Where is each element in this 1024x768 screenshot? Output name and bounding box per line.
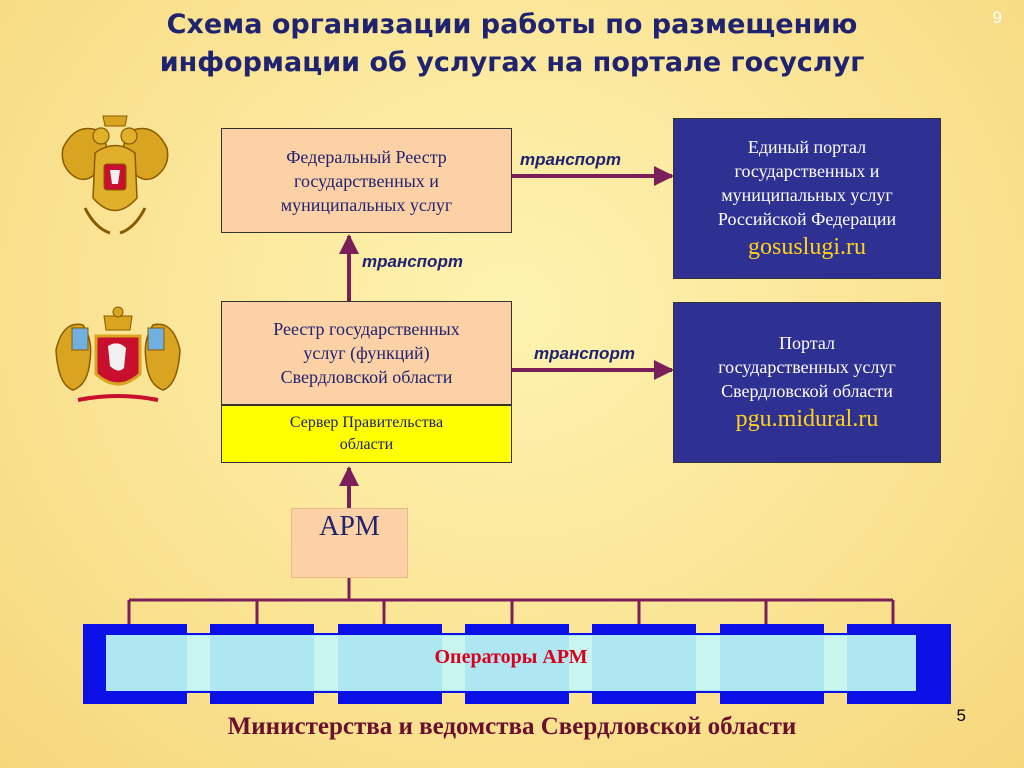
operators-panel-highlights — [187, 636, 847, 690]
federal-registry-line3: муниципальных услуг — [280, 194, 453, 215]
slide-title: Схема организации работы по размещению и… — [0, 6, 1024, 82]
slide-number: 9 — [992, 8, 1002, 27]
federal-registry-line1: Федеральный Реестр — [286, 146, 447, 167]
footer-caption: Министерства и ведомства Свердловской об… — [227, 713, 797, 740]
regional-portal-line1: Портал — [779, 332, 835, 353]
unified-portal-line4: Российской Федерации — [717, 208, 897, 229]
russia-coat-of-arms-icon — [61, 115, 169, 235]
government-server-box: Сервер Правительства области — [221, 405, 512, 463]
operators-panel — [104, 633, 918, 693]
bus-drops — [127, 600, 895, 624]
arm-label: АРМ — [319, 511, 380, 542]
server-line1: Сервер Правительства — [289, 414, 444, 431]
transport-label-vertical: транспорт — [362, 252, 463, 271]
regional-portal-line3: Свердловской области — [721, 380, 893, 401]
regional-portal-line2: государственных услуг — [718, 356, 896, 377]
sverdlovsk-coat-of-arms-icon — [55, 306, 181, 402]
arm-box: АРМ — [291, 508, 408, 578]
regional-registry-line3: Свердловской области — [280, 367, 453, 387]
slide-title-line2: информации об услугах на портале госуслу… — [159, 47, 865, 78]
transport-label-middle: транспорт — [534, 344, 635, 363]
transport-label-top: транспорт — [520, 150, 621, 169]
page-number: 5 — [956, 706, 966, 725]
regional-portal-box: Портал государственных услуг Свердловско… — [673, 302, 941, 463]
federal-registry-box: Федеральный Реестр государственных и мун… — [221, 128, 512, 233]
regional-registry-box: Реестр государственных услуг (функций) С… — [221, 301, 512, 405]
unified-portal-line1: Единый портал — [747, 136, 867, 157]
operators-label: Операторы АРМ — [434, 646, 588, 668]
regional-registry-line1: Реестр государственных — [273, 319, 460, 339]
unified-portal-url: gosuslugi.ru — [747, 233, 866, 260]
regional-portal-url: pgu.midural.ru — [735, 405, 879, 432]
regional-registry-line2: услуг (функций) — [303, 343, 430, 363]
server-line2: области — [339, 436, 394, 453]
unified-portal-line3: муниципальных услуг — [721, 184, 893, 205]
slide-title-line1: Схема организации работы по размещению — [166, 9, 858, 40]
federal-registry-line2: государственных и — [294, 170, 439, 191]
unified-portal-line2: государственных и — [734, 160, 880, 181]
unified-portal-box: Единый портал государственных и муниципа… — [673, 118, 941, 279]
